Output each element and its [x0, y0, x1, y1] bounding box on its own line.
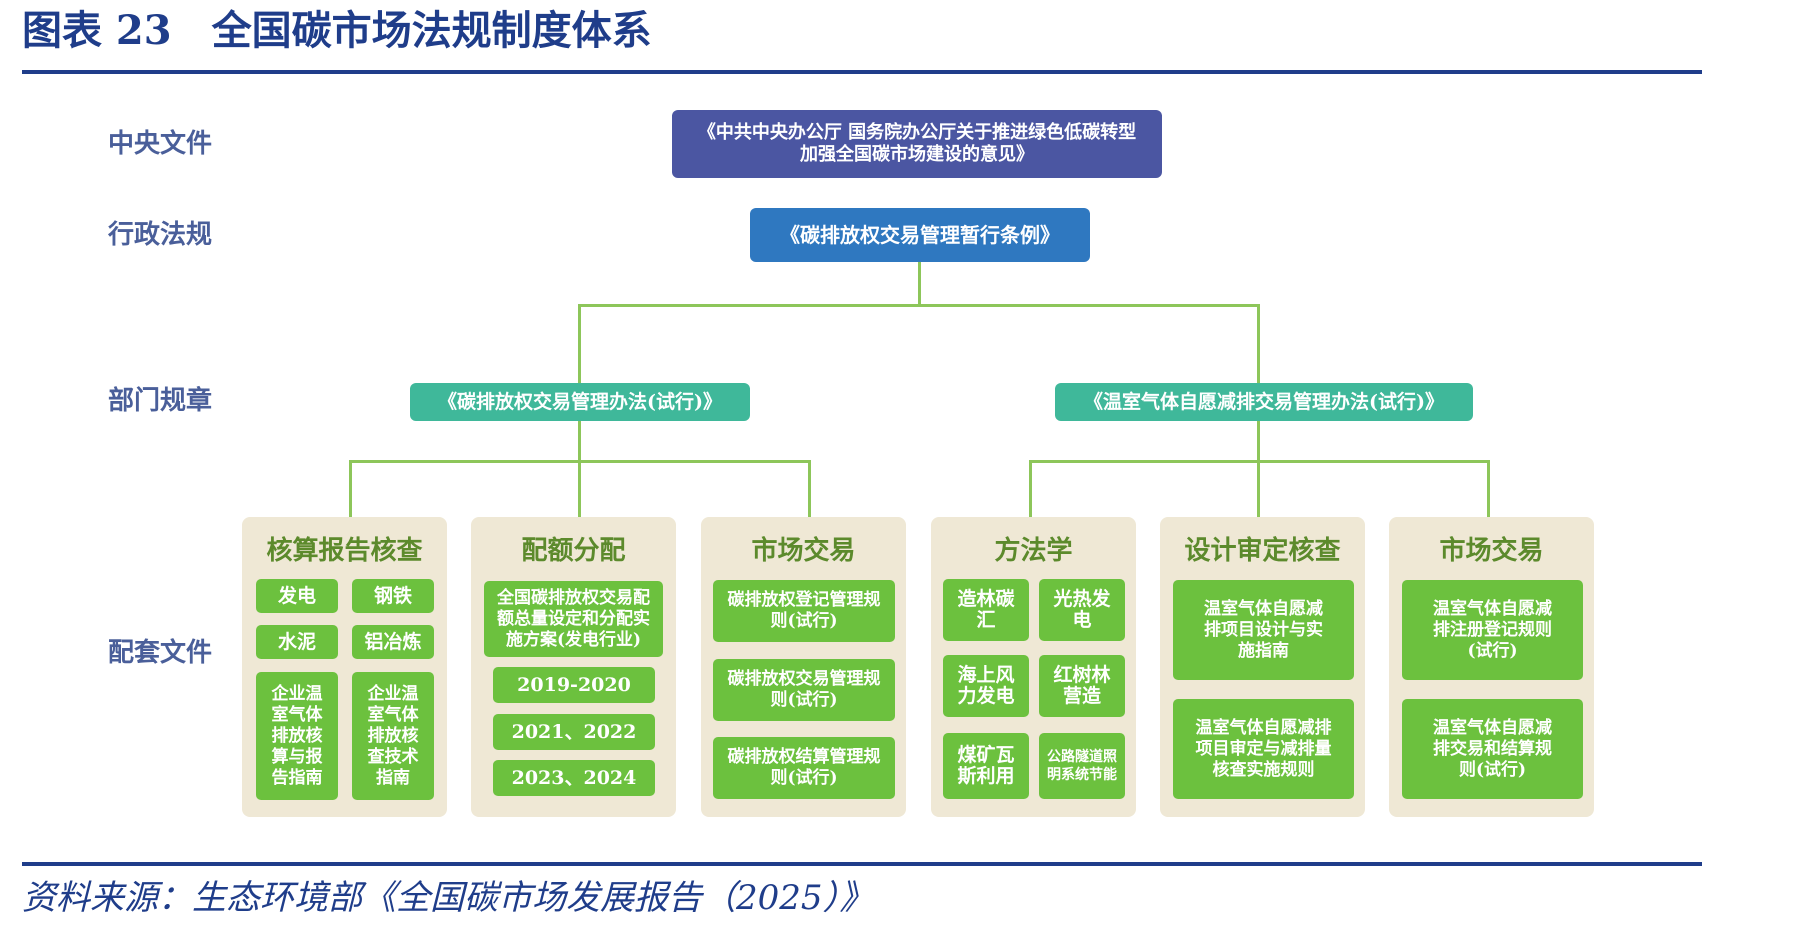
panel-allocation: 配额分配 全国碳排放权交易配额总量设定和分配实施方案(发电行业) 2019-20… — [471, 517, 676, 817]
item-power: 发电 — [256, 579, 338, 613]
item-cement: 水泥 — [256, 625, 338, 659]
item-enterprise-accounting-guide: 企业温室气体排放核算与报告指南 — [256, 672, 338, 800]
panel-title: 市场交易 — [751, 536, 856, 566]
panel-accounting: 核算报告核查 发电 钢铁 水泥 铝冶炼 企业温室气体排放核算与报告指南 企业温室… — [242, 517, 447, 817]
central-document-line-1: 《中共中央办公厅 国务院办公厅关于推进绿色低碳转型 — [697, 122, 1137, 143]
admin-regulation-box: 《碳排放权交易管理暂行条例》 — [750, 208, 1090, 262]
item-offshore-wind: 海上风力发电 — [943, 655, 1029, 717]
level-label-admin: 行政法规 — [108, 220, 213, 250]
item-ccer-registration-rules: 温室气体自愿减排注册登记规则(试行) — [1402, 580, 1583, 680]
connector-panel6 — [1487, 460, 1490, 517]
connector-dept-left-down — [578, 421, 581, 461]
panel-title: 配额分配 — [521, 536, 626, 566]
level-label-dept: 部门规章 — [108, 386, 213, 416]
item-solar-thermal: 光热发电 — [1039, 579, 1125, 641]
connector-panel4 — [1029, 460, 1032, 517]
item-ccer-trading-settlement-rules: 温室气体自愿减排交易和结算规则(试行) — [1402, 699, 1583, 799]
panel-title: 设计审定核查 — [1184, 536, 1341, 566]
connector-panel5 — [1257, 460, 1260, 517]
item-steel: 钢铁 — [352, 579, 434, 613]
item-enterprise-verification-guide: 企业温室气体排放核查技术指南 — [352, 672, 434, 800]
item-validation-verification-rules: 温室气体自愿减排项目审定与减排量核查实施规则 — [1173, 699, 1354, 799]
connector-admin-down — [918, 262, 921, 306]
figure-title: 图表 23 全国碳市场法规制度体系 — [22, 7, 652, 54]
dept-rule-carbon-trading-box: 《碳排放权交易管理办法(试行)》 — [410, 383, 750, 421]
item-period-2021-2022: 2021、2022 — [493, 714, 655, 750]
source-note: 资料来源：生态环境部《全国碳市场发展报告（2025）》 — [22, 878, 874, 918]
top-rule — [22, 70, 1702, 74]
central-document-box: 《中共中央办公厅 国务院办公厅关于推进绿色低碳转型 加强全国碳市场建设的意见》 — [672, 110, 1162, 178]
central-document-line-2: 加强全国碳市场建设的意见》 — [799, 144, 1034, 165]
panel-methodology: 方法学 造林碳汇 光热发电 海上风力发电 红树林营造 煤矿瓦斯利用 公路隧道照明… — [931, 517, 1136, 817]
bottom-rule — [22, 862, 1702, 866]
connector-panel3 — [808, 460, 811, 517]
connector-dept-right-down — [1257, 421, 1260, 461]
item-period-2019-2020: 2019-2020 — [493, 667, 655, 703]
item-settlement-rules: 碳排放权结算管理规则(试行) — [713, 737, 895, 799]
item-aluminum: 铝冶炼 — [352, 625, 434, 659]
item-allocation-plan: 全国碳排放权交易配额总量设定和分配实施方案(发电行业) — [484, 581, 663, 657]
dept-rule-ccer-box: 《温室气体自愿减排交易管理办法(试行)》 — [1055, 383, 1473, 421]
item-trading-rules: 碳排放权交易管理规则(试行) — [713, 659, 895, 721]
connector-panel2 — [578, 460, 581, 517]
panel-design-validation: 设计审定核查 温室气体自愿减排项目设计与实施指南 温室气体自愿减排项目审定与减排… — [1160, 517, 1365, 817]
item-registration-rules: 碳排放权登记管理规则(试行) — [713, 580, 895, 642]
connector-h-top — [578, 304, 1260, 307]
level-label-central: 中央文件 — [108, 129, 213, 159]
item-mangrove: 红树林营造 — [1039, 655, 1125, 717]
connector-left-down — [578, 304, 581, 383]
panel-title: 核算报告核查 — [266, 536, 423, 566]
item-coal-mine-methane: 煤矿瓦斯利用 — [943, 733, 1029, 799]
connector-panel1 — [349, 460, 352, 517]
level-label-support: 配套文件 — [108, 638, 213, 668]
connector-right-down — [1257, 304, 1260, 383]
panel-market-trading: 市场交易 碳排放权登记管理规则(试行) 碳排放权交易管理规则(试行) 碳排放权结… — [701, 517, 906, 817]
panel-title: 方法学 — [994, 536, 1073, 566]
item-tunnel-lighting: 公路隧道照明系统节能 — [1039, 733, 1125, 799]
item-period-2023-2024: 2023、2024 — [493, 760, 655, 796]
panel-title: 市场交易 — [1439, 536, 1544, 566]
item-project-design-guide: 温室气体自愿减排项目设计与实施指南 — [1173, 580, 1354, 680]
item-afforestation: 造林碳汇 — [943, 579, 1029, 641]
panel-ccer-market-trading: 市场交易 温室气体自愿减排注册登记规则(试行) 温室气体自愿减排交易和结算规则(… — [1389, 517, 1594, 817]
